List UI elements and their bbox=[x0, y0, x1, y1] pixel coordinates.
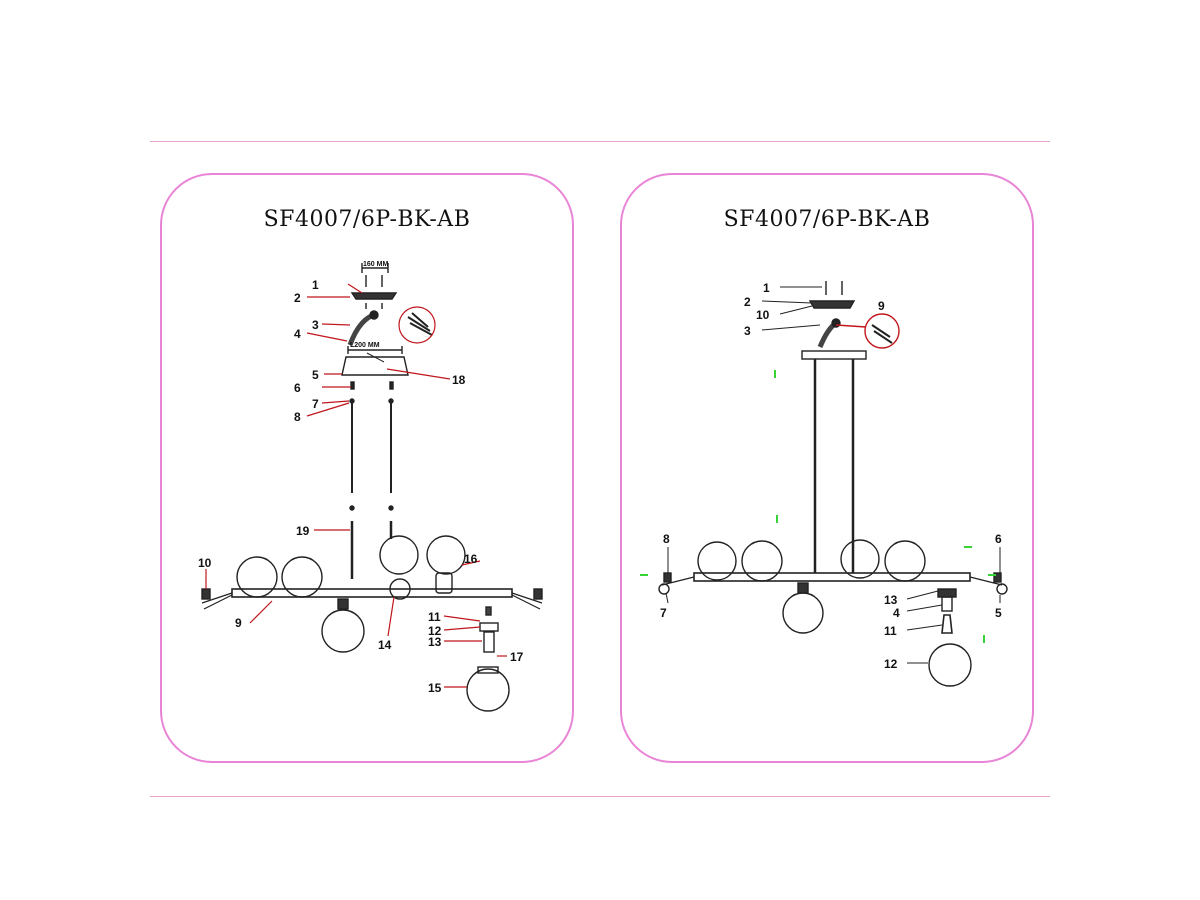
callout-label: 8 bbox=[663, 532, 670, 546]
callout-label: 4 bbox=[893, 606, 900, 620]
callout-label: 19 bbox=[296, 524, 310, 538]
dimension-mid-label: L200 MM bbox=[350, 342, 380, 349]
callout-label: 9 bbox=[878, 299, 885, 313]
callout-label: 13 bbox=[884, 593, 898, 607]
callout-label: 3 bbox=[312, 318, 319, 332]
callout-label: 2 bbox=[744, 295, 751, 309]
left-exploded-diagram: 160 MM L200 MM 1 2 3 4 5 6 7 8 19 10 9 1… bbox=[198, 261, 543, 712]
callout-label: 11 bbox=[428, 610, 441, 624]
right-panel-title: SF4007/6P-BK-AB bbox=[723, 207, 931, 232]
left-diagram-panel: SF4007/6P-BK-AB bbox=[160, 173, 574, 763]
callout-label: 17 bbox=[510, 650, 524, 664]
callout-label: 7 bbox=[312, 397, 319, 411]
callout-label: 1 bbox=[312, 278, 319, 292]
right-assembled-diagram: 1 2 10 3 9 8 7 6 5 13 4 11 12 bbox=[640, 281, 1008, 687]
callout-label: 13 bbox=[428, 635, 442, 649]
top-divider bbox=[150, 141, 1050, 142]
callout-label: 16 bbox=[464, 552, 478, 566]
callout-label: 3 bbox=[744, 324, 751, 338]
callout-label: 6 bbox=[995, 532, 1002, 546]
callout-label: 12 bbox=[884, 657, 898, 671]
callout-label: 12 bbox=[428, 624, 442, 638]
dimension-top-label: 160 MM bbox=[363, 261, 388, 268]
callout-label: 15 bbox=[428, 681, 442, 695]
callout-label: 14 bbox=[378, 638, 392, 652]
callout-label: 9 bbox=[235, 616, 242, 630]
bottom-divider bbox=[150, 796, 1050, 797]
callout-label: 18 bbox=[452, 373, 466, 387]
callout-label: 11 bbox=[884, 624, 897, 638]
callout-label: 8 bbox=[294, 410, 301, 424]
callout-label: 5 bbox=[312, 368, 319, 382]
callout-label: 5 bbox=[995, 606, 1002, 620]
left-panel-title: SF4007/6P-BK-AB bbox=[263, 207, 471, 232]
callout-label: 4 bbox=[294, 327, 301, 341]
callout-label: 10 bbox=[198, 556, 212, 570]
callout-label: 1 bbox=[763, 281, 770, 295]
callout-label: 6 bbox=[294, 381, 301, 395]
callout-label: 2 bbox=[294, 291, 301, 305]
right-diagram-panel: SF4007/6P-BK-AB bbox=[620, 173, 1034, 763]
callout-label: 10 bbox=[756, 308, 770, 322]
callout-label: 7 bbox=[660, 606, 667, 620]
